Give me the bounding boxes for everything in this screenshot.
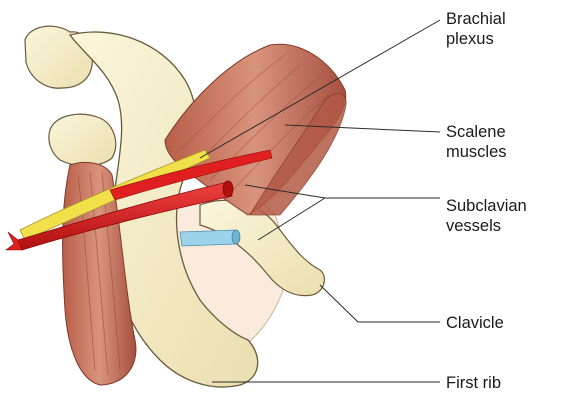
label-subclavian-vessels-line2: vessels bbox=[446, 216, 527, 236]
label-scalene-muscles-line2: muscles bbox=[446, 142, 507, 162]
label-brachial-plexus: Brachial plexus bbox=[446, 9, 506, 49]
label-scalene-muscles-line1: Scalene bbox=[446, 122, 507, 142]
label-clavicle-line1: Clavicle bbox=[446, 313, 504, 333]
label-clavicle: Clavicle bbox=[446, 313, 504, 333]
label-first-rib-line1: First rib bbox=[446, 373, 501, 393]
label-scalene-muscles: Scalene muscles bbox=[446, 122, 507, 162]
label-subclavian-vessels: Subclavian vessels bbox=[446, 196, 527, 236]
label-brachial-plexus-line1: Brachial bbox=[446, 9, 506, 29]
leader-clavicle bbox=[320, 285, 440, 322]
rib-head bbox=[49, 114, 116, 166]
label-subclavian-vessels-line1: Subclavian bbox=[446, 196, 527, 216]
vein-cut-end bbox=[232, 230, 240, 244]
label-first-rib: First rib bbox=[446, 373, 501, 393]
subclavian-vein bbox=[180, 230, 236, 246]
label-brachial-plexus-line2: plexus bbox=[446, 29, 506, 49]
artery-cut-end bbox=[223, 181, 233, 197]
